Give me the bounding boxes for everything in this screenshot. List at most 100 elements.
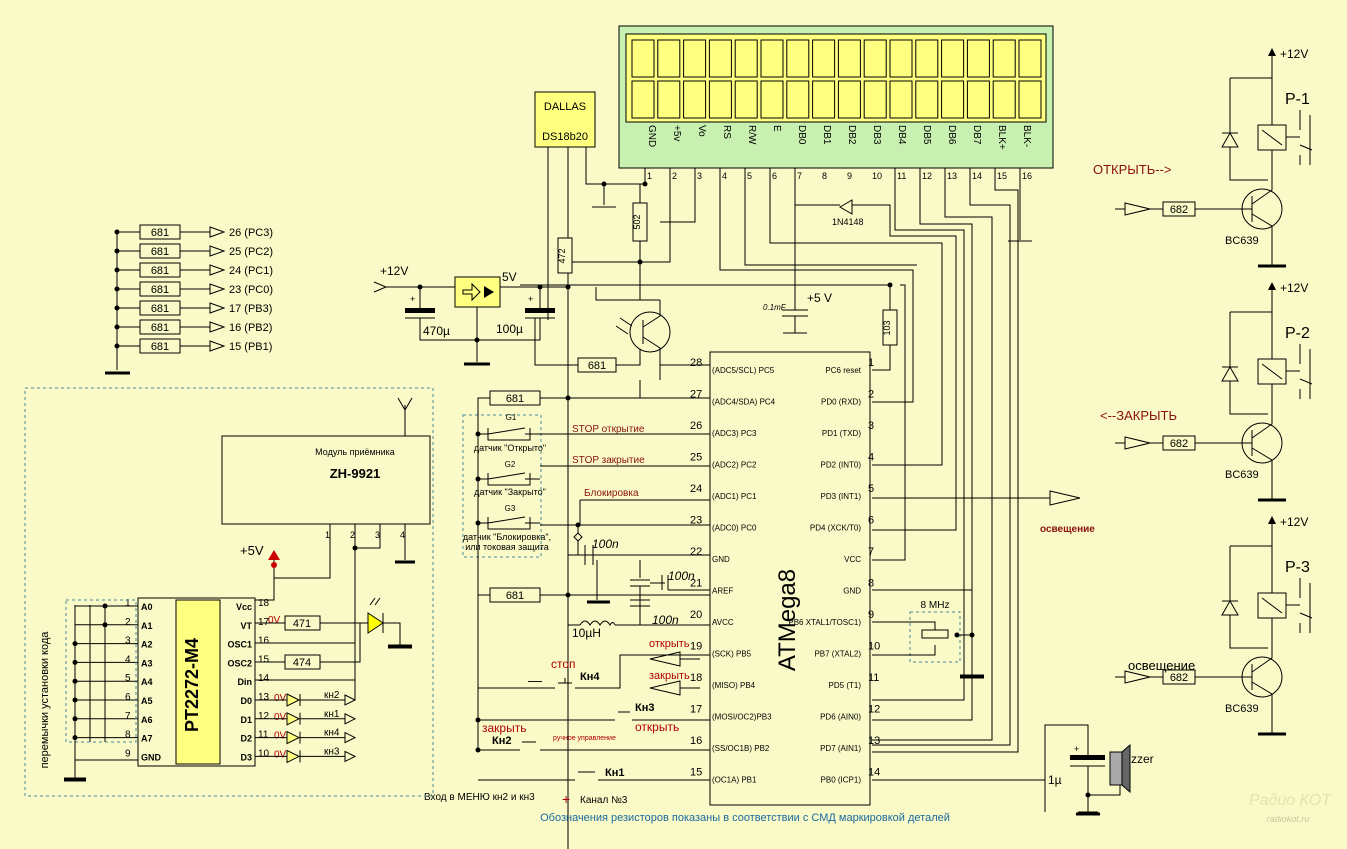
pullup-node (114, 248, 120, 254)
lcd-cell (889, 80, 913, 119)
mcu-pin-num: 1 (868, 357, 874, 369)
enc-pin-num: 15 (258, 654, 270, 665)
relay-function-label: <--ЗАКРЫТЬ (1100, 408, 1177, 423)
lcd-pin-name: BLK- (1021, 125, 1032, 147)
pullup-arrow (209, 340, 226, 352)
svg-text:Модуль приёмника: Модуль приёмника (315, 447, 395, 457)
pullup-label: 26 (PC3) (229, 227, 273, 239)
enc-out-label: кн3 (324, 746, 340, 757)
mcu-pin-name: PD6 (AIN0) (820, 713, 861, 722)
svg-text:Блокировка: Блокировка (584, 488, 639, 499)
mcu-pin-name: VCC (844, 555, 861, 564)
mcu-pin-num: 18 (690, 672, 702, 684)
pullup-label: 25 (PC2) (229, 246, 273, 258)
mcu-pin-num: 17 (690, 704, 702, 716)
relay-name: P-1 (1285, 91, 1310, 108)
enc-out-diode (286, 749, 301, 764)
relay-supply-arrow (1268, 516, 1276, 524)
svg-text:+: + (410, 294, 415, 304)
mcu-pin-num: 16 (690, 735, 702, 747)
lcd-pin-num: 14 (972, 171, 982, 181)
mcu-pin-num: 5 (868, 483, 874, 495)
lcd-cell (966, 39, 990, 78)
mcu-pin-num: 25 (690, 452, 702, 464)
mcu-pin-name: PB7 (XTAL2) (814, 650, 861, 659)
relay-input-arrow (1124, 202, 1151, 216)
mcu-pin-num: 20 (690, 609, 702, 621)
lcd-cell (992, 39, 1016, 78)
lcd-pin-num: 12 (922, 171, 932, 181)
enc-out-voltage: 0V (274, 731, 287, 742)
lcd-pin-num: 2 (672, 171, 677, 181)
mcu-pin-name: (ADC2) PC2 (712, 461, 757, 470)
lcd-pin-num: 7 (797, 171, 802, 181)
lcd-cell (631, 39, 655, 78)
mcu-pin-name: (ADC4/SDA) PC4 (712, 398, 776, 407)
lcd-pin-num: 11 (897, 171, 906, 181)
enc-pin-num: 12 (258, 711, 270, 722)
lcd-pin-name: DB7 (971, 125, 982, 145)
svg-text:681: 681 (506, 590, 524, 602)
lcd-pin-num: 9 (847, 171, 852, 181)
mcu-pin-name: (ADC1) PC1 (712, 492, 757, 501)
lcd-display: GND1+5v2Vo3RS4R/W5E6DB07DB18DB29DB310DB4… (618, 25, 1054, 181)
mcu-pin-name: (MOSI/OC2)PB3 (712, 713, 772, 722)
relay-drivers: +12VP-1BC639682ОТКРЫТЬ-->+12VP-2BC639682… (1093, 47, 1313, 736)
lcd-pin-num: 6 (772, 171, 777, 181)
pullup-value: 681 (151, 227, 169, 239)
mcu-pin-num: 6 (868, 515, 874, 527)
enc-pin-name: GND (141, 752, 162, 762)
relay-supply: +12V (1280, 281, 1308, 295)
svg-text:1µ: 1µ (1048, 773, 1062, 787)
enc-pin-name: A1 (141, 621, 153, 631)
enc-pin-name: OSC2 (227, 658, 252, 668)
lcd-cell (631, 80, 655, 119)
pullup-value: 681 (151, 265, 169, 277)
lcd-pin-name: BLK+ (996, 125, 1007, 150)
mcu-pin-num: 2 (868, 389, 874, 401)
lcd-pin-name: Vo (696, 125, 707, 137)
jumpers-label: перемычки установки кода (39, 631, 51, 769)
svg-text:Канал №3: Канал №3 (580, 795, 628, 806)
lcd-pin-num: 4 (722, 171, 727, 181)
svg-text:ручное управление: ручное управление (553, 735, 616, 742)
resistor-103 (882, 309, 898, 346)
lcd-pin-name: R/W (746, 125, 757, 145)
pullup-resistor (139, 224, 181, 240)
enc-out-diode (286, 730, 301, 745)
mcu-pin-name: PD3 (INT1) (821, 492, 862, 501)
pullup-node (114, 305, 120, 311)
enc-out-arrow (344, 694, 357, 706)
svg-text:681: 681 (588, 360, 606, 372)
mcu-pin-num: 23 (690, 515, 702, 527)
mcu-pin-name: AREF (712, 587, 733, 596)
power-supply: +12V 5V + 470µ + 100µ 472 681 (373, 237, 710, 399)
lcd-cell (863, 80, 887, 119)
relay-input-arrow (1124, 436, 1151, 450)
jumper-lines (89, 605, 106, 742)
svg-text:закрыть: закрыть (482, 721, 526, 735)
mcu-pin-num: 14 (868, 767, 880, 779)
sensor-switch (478, 472, 540, 486)
relay-wiring (1229, 290, 1273, 416)
mcu-pin-num: 8 (868, 578, 874, 590)
pullup-node (114, 286, 120, 292)
pullup-value: 681 (151, 246, 169, 258)
encoder-name: PT2272-M4 (182, 638, 202, 732)
lcd-pin-name: +5v (671, 125, 682, 141)
enc-pin-name: A7 (141, 734, 153, 744)
watermark-url: radiokot.ru (1267, 814, 1310, 824)
lcd-cell (760, 80, 784, 119)
svg-text:STOP закрытие: STOP закрытие (572, 455, 645, 466)
lcd-pin-name: DB0 (796, 125, 807, 145)
lcd-pin-name: DB4 (896, 125, 907, 145)
lcd-pin-num: 1 (647, 171, 652, 181)
enc-pin-num: 14 (258, 673, 270, 684)
enc-pin-name: Din (238, 677, 253, 687)
mcu-pin-name: GND (843, 587, 861, 596)
mcu-pin-name: PB0 (ICP1) (821, 776, 862, 785)
pullup-resistor (139, 262, 181, 278)
enc-pin-num: 2 (125, 617, 131, 628)
